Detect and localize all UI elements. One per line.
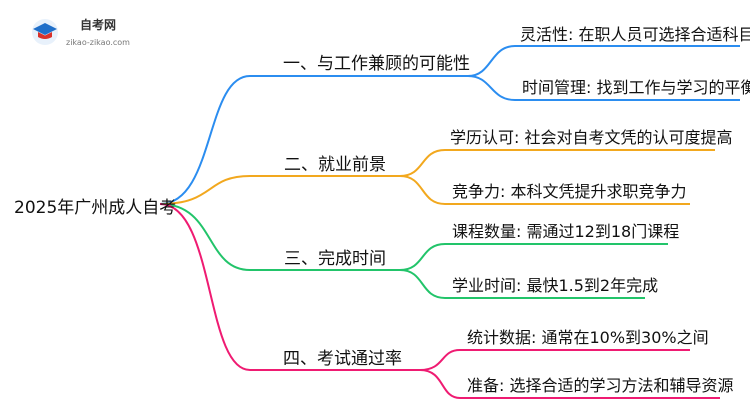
leaf-2-1: 学历认可: 社会对自考文凭的认可度提高 bbox=[450, 128, 733, 147]
connector-branch-2 bbox=[159, 175, 251, 205]
connector-leaf-2-2 bbox=[399, 175, 446, 205]
leaf-3-1: 课程数量: 需通过12到18门课程 bbox=[452, 222, 680, 241]
connector-leaf-1-2 bbox=[467, 75, 516, 101]
branch-3-label: 三、完成时间 bbox=[284, 249, 386, 269]
connector-branch-1 bbox=[159, 75, 251, 205]
connector-leaf-3-2 bbox=[399, 269, 446, 299]
connector-leaf-3-1 bbox=[399, 243, 446, 271]
connector-leaf-1-1 bbox=[467, 45, 516, 77]
site-logo: 自考网 zikao-zikao.com bbox=[30, 10, 160, 54]
leaf-1-2: 时间管理: 找到工作与学习的平衡 bbox=[522, 78, 750, 97]
connector-leaf-4-2 bbox=[419, 369, 461, 399]
root-topic: 2025年广州成人自考 bbox=[14, 198, 177, 218]
connector-leaf-2-1 bbox=[399, 149, 446, 177]
logo-url: zikao-zikao.com bbox=[66, 38, 130, 47]
connector-branch-3 bbox=[159, 203, 251, 271]
leaf-4-1: 统计数据: 通常在10%到30%之间 bbox=[467, 328, 709, 347]
leaf-3-2: 学业时间: 最快1.5到2年完成 bbox=[452, 276, 659, 295]
logo-title: 自考网 bbox=[80, 18, 117, 32]
leaf-4-2: 准备: 选择合适的学习方法和辅导资源 bbox=[467, 376, 734, 395]
leaf-1-1: 灵活性: 在职人员可选择合适科目 bbox=[520, 25, 750, 44]
branch-1-label: 一、与工作兼顾的可能性 bbox=[283, 54, 470, 74]
connector-leaf-4-1 bbox=[419, 349, 461, 371]
mortarboard-logo-icon bbox=[32, 19, 58, 45]
branch-4-label: 四、考试通过率 bbox=[283, 349, 402, 369]
connector-branch-4 bbox=[159, 203, 251, 371]
leaf-2-2: 竞争力: 本科文凭提升求职竞争力 bbox=[452, 182, 687, 201]
branch-2-label: 二、就业前景 bbox=[284, 155, 386, 175]
